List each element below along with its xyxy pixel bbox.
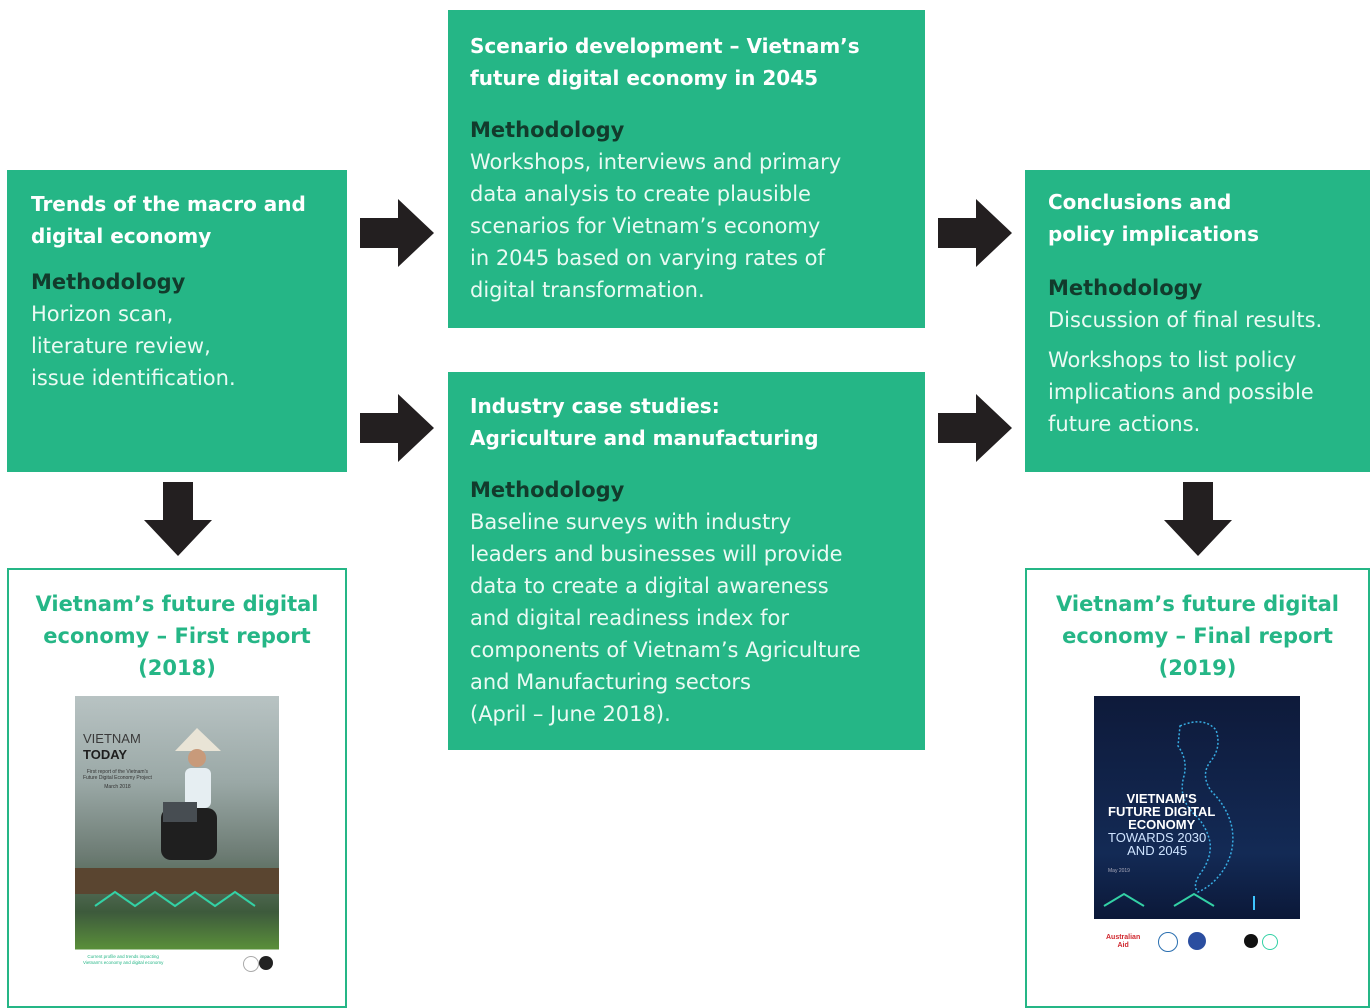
conclusions-title-line-2: policy implications: [1048, 222, 1259, 246]
vietnam-map-illustration: [1103, 721, 1255, 910]
trends-title-line-2: digital economy: [31, 224, 212, 248]
final-cover-title-line: ECONOMY: [1128, 817, 1196, 832]
final-cover-title-line: FUTURE DIGITAL: [1108, 804, 1216, 819]
trends-body: Horizon scan, literature review, issue i…: [31, 298, 323, 394]
scenario-body-line: scenarios for Vietnam’s economy: [470, 214, 821, 238]
scenario-box: Scenario development – Vietnam’s future …: [448, 10, 925, 328]
first-report-title-line: economy – First report: [43, 624, 311, 648]
final-report-title-line: (2019): [1158, 656, 1237, 680]
final-report-title-line: Vietnam’s future digital: [1055, 592, 1339, 616]
conclusions-body: Discussion of final results. Workshops t…: [1048, 304, 1347, 440]
final-report-title-line: economy – Final report: [1062, 624, 1333, 648]
industry-body-line: (April – June 2018).: [470, 702, 671, 726]
conclusions-title: Conclusions and policy implications: [1048, 186, 1347, 250]
australian-aid-logo: Australian Aid: [1106, 934, 1140, 950]
scenario-body-line: Workshops, interviews and primary: [470, 150, 842, 174]
arrow-right-icon: [360, 394, 434, 462]
industry-methodology-label: Methodology: [470, 478, 625, 502]
scenario-title: Scenario development – Vietnam’s future …: [470, 30, 903, 94]
arrow-right-icon: [938, 394, 1012, 462]
first-report-cover-image[interactable]: VIETNAM TODAY First report of the Vietna…: [75, 696, 279, 984]
australian-aid-logo-text: Australian: [1106, 934, 1141, 941]
first-cover-subtitle-line: Future Digital Economy Project: [83, 775, 152, 781]
conclusions-box: Conclusions and policy implications Meth…: [1025, 170, 1370, 472]
scenario-methodology-label: Methodology: [470, 118, 625, 142]
final-cover-subtitle-line: TOWARDS 2030: [1108, 830, 1207, 845]
industry-title: Industry case studies: Agriculture and m…: [470, 390, 903, 454]
csiro-logo-icon: [1244, 934, 1258, 948]
australian-aid-logo-text: Aid: [1117, 942, 1129, 949]
final-report-cover-image[interactable]: VIETNAM'S FUTURE DIGITAL ECONOMY TOWARDS…: [1094, 696, 1300, 982]
conclusions-methodology-label: Methodology: [1048, 276, 1203, 300]
industry-title-line-1: Industry case studies:: [470, 394, 720, 418]
conclusions-body-line: Workshops to list policy: [1048, 348, 1297, 372]
final-cover-subtitle-line: AND 2045: [1127, 843, 1188, 858]
first-report-title-line: Vietnam’s future digital: [35, 592, 319, 616]
arrow-down-icon: [144, 482, 212, 556]
first-cover-title-1: VIETNAM: [83, 731, 141, 746]
first-cover-title-2: TODAY: [83, 747, 128, 762]
conclusions-title-line-1: Conclusions and: [1048, 190, 1232, 214]
institute-seal-icon: [1188, 932, 1206, 950]
arrow-right-icon: [360, 199, 434, 267]
woman-with-laptop-illustration: [75, 728, 279, 908]
first-cover-date: March 2018: [104, 784, 131, 790]
trends-title: Trends of the macro and digital economy: [31, 188, 323, 252]
scenario-body-line: in 2045 based on varying rates of: [470, 246, 825, 270]
industry-body-line: components of Vietnam’s Agriculture: [470, 638, 861, 662]
first-report-card: Vietnam’s future digital economy – First…: [7, 568, 347, 1008]
final-report-card: Vietnam’s future digital economy – Final…: [1025, 568, 1370, 1008]
trends-body-line: issue identification.: [31, 366, 236, 390]
industry-body-line: and digital readiness index for: [470, 606, 790, 630]
industry-body-line: and Manufacturing sectors: [470, 670, 751, 694]
scenario-body-line: digital transformation.: [470, 278, 705, 302]
industry-box: Industry case studies: Agriculture and m…: [448, 372, 925, 750]
trends-box: Trends of the macro and digital economy …: [7, 170, 347, 472]
final-cover-title: VIETNAM'S FUTURE DIGITAL ECONOMY: [1108, 792, 1215, 831]
trends-title-line-1: Trends of the macro and: [31, 192, 306, 216]
first-cover-subtitle-line: First report of the Vietnam's: [86, 769, 149, 775]
industry-body-line: leaders and businesses will provide: [470, 542, 843, 566]
industry-body-line: Baseline surveys with industry: [470, 510, 792, 534]
industry-body-line: data to create a digital awareness: [470, 574, 829, 598]
conclusions-body-line: Discussion of final results.: [1048, 308, 1323, 332]
trends-methodology-label: Methodology: [31, 270, 186, 294]
arrow-right-icon: [938, 199, 1012, 267]
conclusions-body-line: implications and possible: [1048, 380, 1314, 404]
industry-title-line-2: Agriculture and manufacturing: [470, 426, 819, 450]
first-cover-footer: Current profile and trends impacting Vie…: [83, 954, 163, 966]
final-report-title: Vietnam’s future digital economy – Final…: [1027, 588, 1368, 684]
trends-body-line: Horizon scan,: [31, 302, 174, 326]
arrow-down-icon: [1164, 482, 1232, 556]
scenario-body: Workshops, interviews and primary data a…: [470, 146, 903, 306]
data61-logo-icon: [243, 956, 259, 972]
first-cover-subtitle: First report of the Vietnam's Future Dig…: [83, 769, 152, 790]
scenario-body-line: data analysis to create plausible: [470, 182, 811, 206]
ministry-seal-icon: [1158, 932, 1178, 952]
scenario-title-line-1: Scenario development – Vietnam’s: [470, 34, 860, 58]
trends-body-line: literature review,: [31, 334, 211, 358]
data61-logo-icon: [1262, 934, 1278, 950]
final-cover-date: May 2019: [1108, 868, 1130, 874]
first-report-title: Vietnam’s future digital economy – First…: [9, 588, 345, 684]
scenario-title-line-2: future digital economy in 2045: [470, 66, 819, 90]
csiro-logo-icon: [259, 956, 273, 970]
conclusions-body-line: future actions.: [1048, 412, 1201, 436]
first-cover-footer-line: Vietnam's economy and digital economy: [83, 960, 164, 965]
final-cover-subtitle: TOWARDS 2030 AND 2045: [1108, 831, 1206, 857]
final-cover-title-line: VIETNAM'S: [1126, 791, 1197, 806]
first-cover-footer-line: Current profile and trends impacting: [87, 954, 159, 959]
industry-body: Baseline surveys with industry leaders a…: [470, 506, 903, 730]
first-report-title-line: (2018): [138, 656, 216, 680]
